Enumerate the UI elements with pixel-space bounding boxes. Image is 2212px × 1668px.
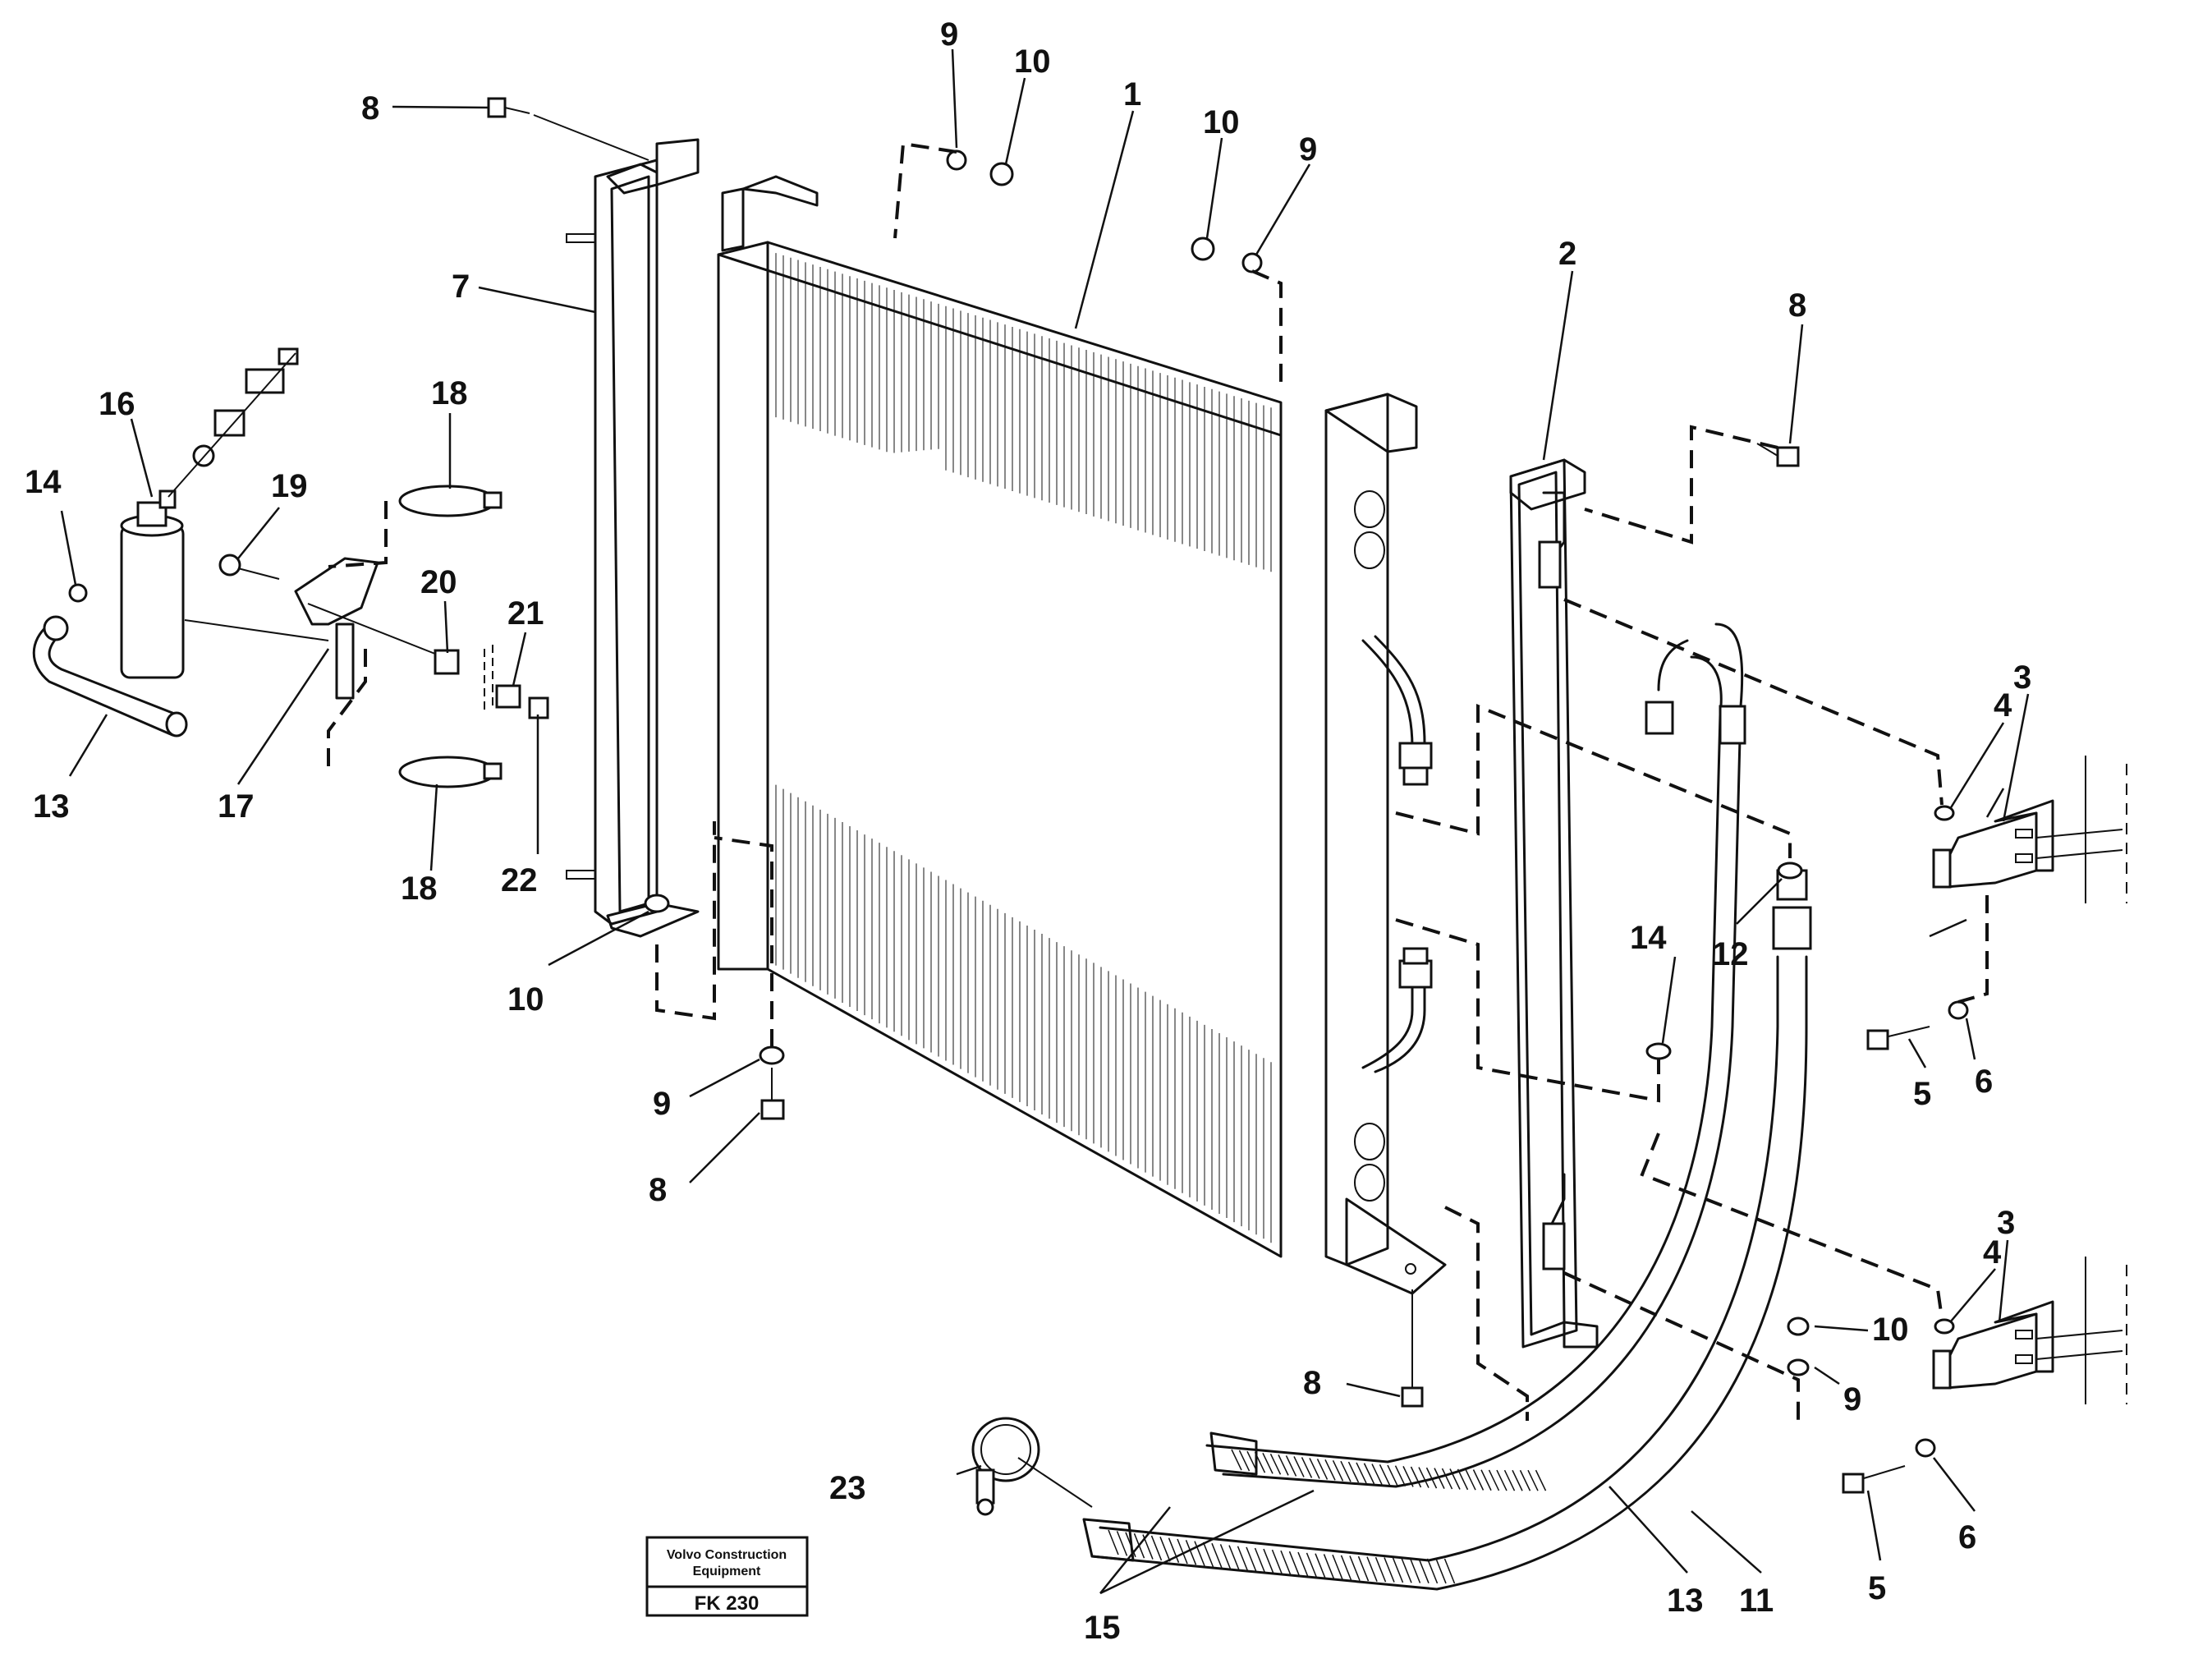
callout-5-lower: 5 bbox=[1868, 1570, 1886, 1606]
callout-22: 22 bbox=[501, 862, 538, 898]
core-right-bracket bbox=[1324, 393, 1447, 1295]
drier-fittings bbox=[168, 347, 299, 498]
callout-11: 11 bbox=[1739, 1583, 1774, 1619]
title-company-line2: Equipment bbox=[693, 1565, 761, 1578]
callout-10-top-left: 10 bbox=[1014, 44, 1051, 80]
callout-15: 15 bbox=[1084, 1610, 1121, 1646]
callout-13-hose: 13 bbox=[1667, 1583, 1704, 1619]
callout-8-bottom-left: 8 bbox=[649, 1172, 667, 1208]
callout-16: 16 bbox=[99, 386, 135, 422]
callout-5-upper: 5 bbox=[1913, 1076, 1931, 1112]
right-side-rail bbox=[1509, 458, 1599, 1349]
callout-8-top-right: 8 bbox=[1788, 287, 1806, 324]
callout-10-top-right: 10 bbox=[1203, 104, 1240, 140]
callout-13-left: 13 bbox=[33, 788, 70, 825]
left-side-rail bbox=[566, 138, 700, 938]
fasteners bbox=[487, 97, 1969, 1494]
callout-8-bottom-center: 8 bbox=[1303, 1365, 1321, 1401]
title-block: Volvo Construction Equipment FK 230 bbox=[645, 1536, 809, 1617]
callout-9-top-right: 9 bbox=[1299, 131, 1317, 168]
receiver-drier bbox=[32, 489, 329, 738]
callout-9-bottom-left: 9 bbox=[653, 1086, 671, 1122]
hose-assemblies bbox=[1082, 623, 1812, 1591]
callout-12: 12 bbox=[1712, 936, 1749, 972]
callout-9-top-left: 9 bbox=[940, 16, 958, 53]
fin-hatching bbox=[775, 253, 1272, 1243]
callout-17: 17 bbox=[218, 788, 255, 825]
callout-21: 21 bbox=[507, 595, 544, 632]
assembly-dash-lines bbox=[327, 141, 1989, 1421]
clamp-bracket-assembly bbox=[218, 485, 549, 788]
callout-3-lower: 3 bbox=[1997, 1205, 2015, 1241]
callout-8-top-left: 8 bbox=[361, 90, 379, 126]
callout-18-lower: 18 bbox=[401, 871, 438, 907]
callout-3-upper: 3 bbox=[2013, 659, 2031, 696]
hose-clamp bbox=[971, 1417, 1093, 1516]
condenser-core bbox=[717, 175, 1283, 1258]
callout-7: 7 bbox=[452, 269, 470, 305]
callout-18-upper: 18 bbox=[431, 375, 468, 411]
callout-6-upper: 6 bbox=[1975, 1064, 1993, 1100]
callout-14-left: 14 bbox=[25, 464, 62, 500]
leader-lines bbox=[60, 48, 2030, 1595]
callout-4-lower: 4 bbox=[1983, 1234, 2002, 1271]
sleeve-hatching bbox=[1108, 1449, 1547, 1584]
callout-20: 20 bbox=[420, 564, 457, 600]
mounting-bracket-lower bbox=[1932, 1257, 2127, 1404]
callout-19: 19 bbox=[271, 468, 308, 504]
callout-9-right: 9 bbox=[1843, 1381, 1861, 1418]
title-company-line1: Volvo Construction bbox=[667, 1548, 787, 1562]
callout-4-upper: 4 bbox=[1994, 687, 2012, 724]
callout-labels: 1 2 3 3 4 4 5 5 6 6 7 8 8 8 8 9 9 9 9 10… bbox=[25, 16, 2031, 1646]
callout-10-rail: 10 bbox=[507, 981, 544, 1018]
callout-10-right: 10 bbox=[1872, 1312, 1909, 1348]
callout-6-lower: 6 bbox=[1958, 1519, 1976, 1555]
callout-23: 23 bbox=[829, 1470, 866, 1506]
callout-2: 2 bbox=[1558, 236, 1576, 272]
callout-1: 1 bbox=[1123, 76, 1141, 113]
title-drawing-code: FK 230 bbox=[695, 1592, 760, 1615]
mounting-bracket-upper bbox=[1932, 756, 2127, 903]
callout-14-hose: 14 bbox=[1630, 920, 1667, 956]
